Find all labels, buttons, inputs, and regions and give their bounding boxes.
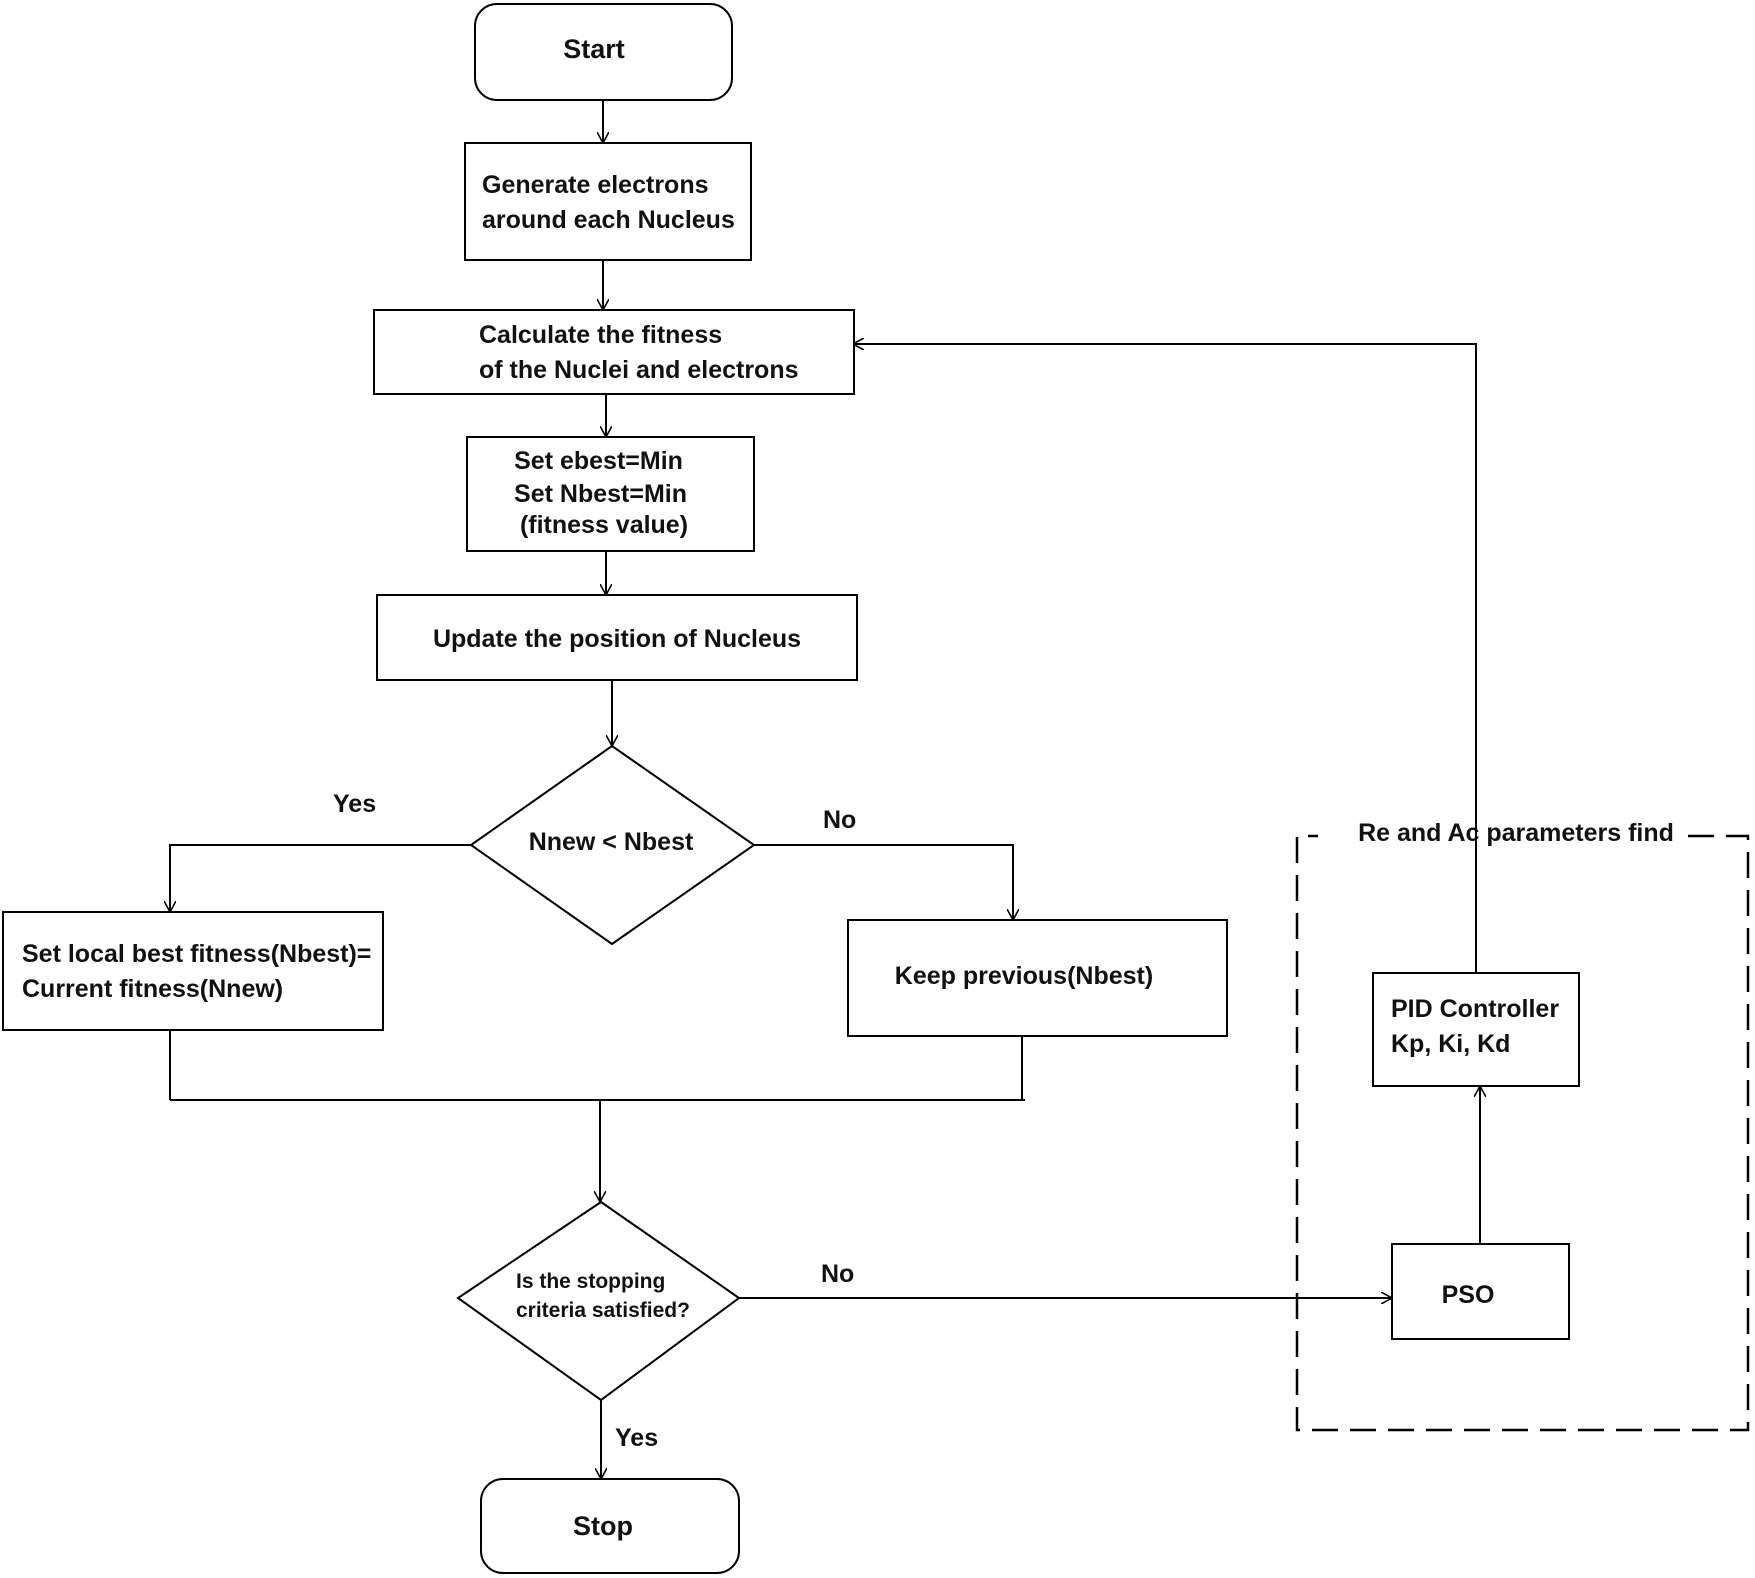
pso-box [1391, 1243, 1570, 1340]
pso-label: PSO [1442, 1281, 1495, 1309]
decision1-diamond [469, 744, 756, 946]
group-title: Re and Ac parameters find [1358, 819, 1674, 847]
calculate-box [373, 309, 855, 395]
keep-prev-box [847, 919, 1228, 1037]
edge-decision1-no [754, 844, 1013, 920]
decision2-no-label: No [821, 1260, 854, 1288]
generate-label: Generate electrons around each Nucleus [482, 171, 735, 234]
update-box [376, 594, 858, 681]
keep-prev-label: Keep previous(Nbest) [895, 962, 1153, 990]
update-label: Update the position of Nucleus [433, 625, 801, 653]
decision1-label: Nnew < Nbest [529, 828, 694, 856]
generate-box [464, 142, 752, 261]
decision2-diamond [456, 1200, 741, 1402]
start-node [474, 3, 733, 101]
edge-pid-calculate [853, 344, 1477, 973]
edge-decision1-yes [170, 844, 471, 912]
calculate-label: Calculate the fitness of the Nuclei and … [479, 321, 799, 384]
decision1-yes-label: Yes [333, 790, 376, 818]
stop-node [480, 1478, 740, 1574]
set-best-box [466, 436, 755, 552]
start-label: Start [563, 34, 625, 64]
decision2-yes-label: Yes [615, 1424, 658, 1452]
group-box [1295, 834, 1750, 1432]
set-local-label: Set local best fitness(Nbest)= Current f… [22, 940, 378, 1003]
set-best-label: Set ebest=Min Set Nbest=Min (fitness val… [514, 447, 694, 539]
decision2-label: Is the stopping criteria satisfied? [516, 1270, 690, 1322]
set-local-box [2, 911, 384, 1031]
stop-label: Stop [573, 1511, 633, 1541]
pid-label: PID Controller Kp, Ki, Kd [1391, 995, 1566, 1058]
pid-box [1372, 972, 1580, 1087]
decision1-no-label: No [823, 806, 856, 834]
